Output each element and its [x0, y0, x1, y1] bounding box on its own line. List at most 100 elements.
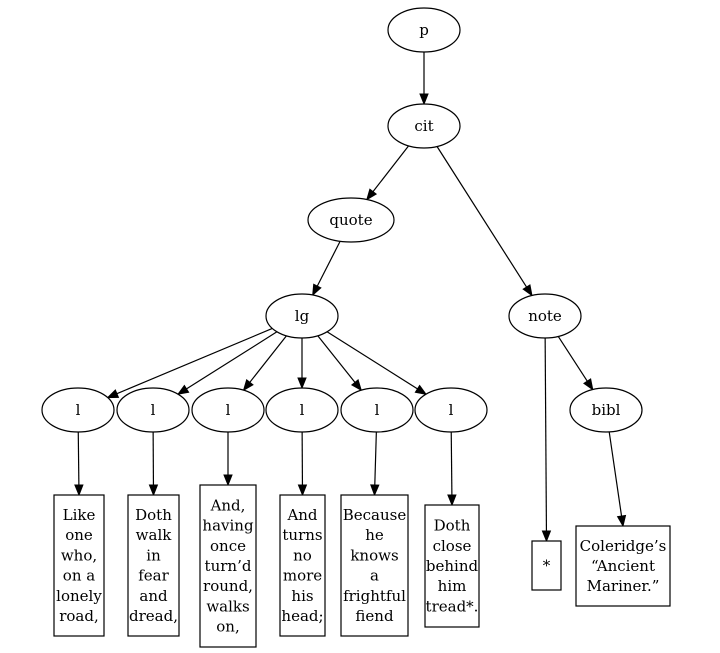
- node-cit-shape: [387, 103, 461, 149]
- node-t4-shape: [279, 494, 326, 637]
- node-l1-label: l: [76, 401, 81, 419]
- node-l2-label: l: [151, 401, 156, 419]
- node-quote-shape: [307, 197, 395, 243]
- node-note-shape: [508, 293, 582, 339]
- node-t3-shape: [199, 484, 257, 648]
- node-l2-shape: [116, 387, 190, 433]
- node-t1-line: on a: [63, 567, 95, 585]
- node-t1-shape: [53, 494, 105, 637]
- node-lg-label: lg: [295, 307, 310, 325]
- node-t5-line: a: [370, 567, 379, 585]
- edge-cit-quote: [366, 145, 410, 201]
- node-t2-line: and: [139, 587, 168, 605]
- edge-p-cit: [419, 52, 429, 106]
- node-t2-line: fear: [138, 567, 169, 585]
- node-l2: l: [116, 387, 190, 433]
- node-t2-line: in: [146, 546, 161, 564]
- node-lg: lg: [265, 293, 339, 339]
- node-t8-shape: [575, 525, 671, 607]
- node-t2-line: Doth: [135, 506, 172, 524]
- node-bibl-label: bibl: [592, 401, 621, 419]
- edge-lg-l5: [317, 335, 363, 392]
- node-t1-line: one: [65, 526, 93, 544]
- edge-l2-t2: [148, 431, 159, 497]
- node-t1-line: who,: [61, 546, 97, 564]
- node-l3: l: [191, 387, 265, 433]
- edge-lg-l4: [297, 338, 307, 390]
- edge-bibl-t8: [608, 431, 627, 528]
- node-l1: l: [41, 387, 115, 433]
- node-t5-line: frightful: [343, 587, 406, 605]
- node-t5-shape: [340, 494, 409, 637]
- edges-layer: [74, 52, 627, 543]
- node-t4-line: turns: [282, 526, 322, 544]
- edge-lg-l6: [326, 331, 428, 395]
- node-quote-label: quote: [329, 211, 372, 229]
- edge-l5-t5: [370, 431, 380, 497]
- node-t8-line: “Ancient: [591, 557, 655, 575]
- edge-note-t7: [541, 337, 552, 543]
- node-t6-line: close: [433, 537, 472, 555]
- node-l3-label: l: [226, 401, 231, 419]
- node-t8-line: Coleridge’s: [580, 537, 667, 555]
- node-l5: l: [340, 387, 414, 433]
- node-l5-label: l: [375, 401, 380, 419]
- node-l6-label: l: [449, 401, 454, 419]
- node-quote: quote: [307, 197, 395, 243]
- node-t7: *: [531, 540, 562, 591]
- node-t3-line: walks: [206, 597, 249, 615]
- node-t2-line: walk: [136, 526, 173, 544]
- node-cit-label: cit: [414, 117, 433, 135]
- node-t3-line: turn’d: [205, 557, 252, 575]
- node-l4: l: [265, 387, 339, 433]
- node-t1-line: lonely: [56, 587, 102, 605]
- node-t5-line: fiend: [355, 607, 394, 625]
- node-lg-shape: [265, 293, 339, 339]
- edge-l1-t1: [74, 431, 84, 497]
- node-t4-line: head;: [281, 607, 323, 625]
- node-t6-line: behind: [426, 557, 479, 575]
- node-l3-shape: [191, 387, 265, 433]
- node-note: note: [508, 293, 582, 339]
- node-note-label: note: [528, 307, 562, 325]
- edge-cit-note: [436, 146, 533, 297]
- node-t2-shape: [127, 494, 180, 637]
- node-t7-line: *: [543, 557, 551, 575]
- edge-lg-l1: [106, 327, 273, 399]
- node-t3-line: And,: [210, 496, 246, 514]
- node-bibl-shape: [569, 387, 643, 433]
- node-l5-shape: [340, 387, 414, 433]
- node-l1-shape: [41, 387, 115, 433]
- node-t3-line: on,: [216, 618, 239, 636]
- edge-note-bibl: [557, 336, 594, 391]
- node-p-shape: [387, 7, 461, 53]
- edge-l3-t3: [223, 432, 233, 487]
- node-t2-line: dread,: [129, 607, 178, 625]
- edge-quote-lg: [312, 241, 341, 297]
- node-l6: l: [414, 387, 488, 433]
- node-t3-line: once: [210, 537, 246, 555]
- node-t2: Doth walk in fear and dread,: [127, 494, 180, 637]
- node-t8-line: Mariner.”: [587, 577, 660, 595]
- node-l6-shape: [414, 387, 488, 433]
- node-t3-line: round,: [203, 577, 253, 595]
- node-t4-line: And: [286, 506, 317, 524]
- node-l4-label: l: [300, 401, 305, 419]
- edge-l6-t6: [447, 431, 457, 507]
- node-t6-shape: [424, 504, 480, 628]
- node-bibl: bibl: [569, 387, 643, 433]
- node-cit: cit: [387, 103, 461, 149]
- node-t1-line: Like: [63, 506, 96, 524]
- node-t5-line: Because: [343, 506, 407, 524]
- node-t6-line: tread*.: [426, 597, 479, 615]
- edge-l4-t4: [297, 431, 308, 497]
- node-p-label: p: [419, 21, 429, 39]
